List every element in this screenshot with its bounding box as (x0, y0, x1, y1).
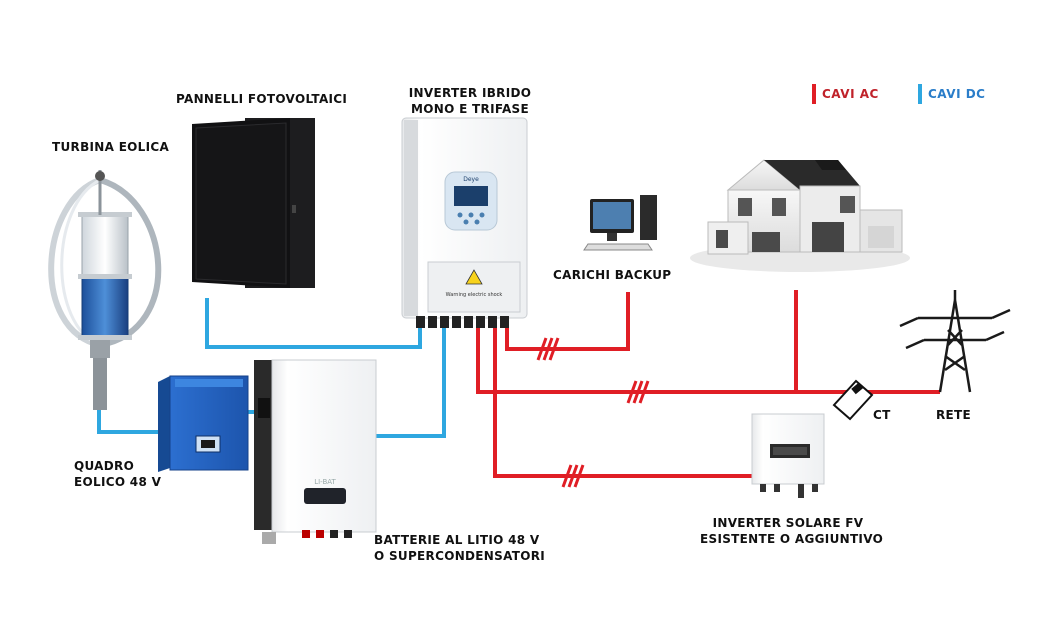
ac-cable-backup (505, 292, 630, 351)
pv-inverter (751, 413, 825, 498)
ac-legend-swatch (812, 84, 816, 104)
wind-controller-label-1: QUADRO (74, 459, 135, 473)
ac-cable-grid (476, 328, 940, 394)
pv-inverter-label-2: ESISTENTE O AGGIUNTIVO (700, 532, 884, 546)
wind-turbine-label: TURBINA EOLICA (52, 140, 170, 154)
backup-loads-label: CARICHI BACKUP (553, 268, 672, 282)
dc-cable-solar (205, 298, 422, 349)
batteries-label-2: O SUPERCONDENSATORI (374, 549, 546, 563)
grid-pylon (899, 290, 1011, 393)
dc-legend-label: CAVI DC (928, 87, 986, 101)
wind-controller (158, 375, 249, 472)
hybrid-inverter-label-1: INVERTER IBRIDO (408, 86, 532, 100)
wind-controller-label-2: EOLICO 48 V (74, 475, 162, 489)
inverter-brand: Deye (463, 176, 479, 183)
solar-panels-label: PANNELLI FOTOVOLTAICI (176, 92, 348, 106)
dc-legend-swatch (918, 84, 922, 104)
solar-panels (192, 118, 315, 288)
dc-cable-turbine (97, 410, 162, 434)
pv-inverter-label-1: INVERTER SOLARE FV (712, 516, 864, 530)
ct-label: CT (873, 408, 891, 422)
batteries-label-1: BATTERIE AL LITIO 48 V (374, 533, 540, 547)
grid-label: RETE (936, 408, 972, 422)
phase-markers (536, 337, 650, 488)
ac-legend-label: CAVI AC (822, 87, 879, 101)
wind-turbine (48, 170, 162, 410)
battery-brand: LI-BAT (314, 478, 336, 486)
ac-cables (476, 290, 940, 478)
hybrid-inverter: Deye Warning electric shock (401, 117, 528, 328)
ct-clamp (832, 379, 874, 421)
backup-loads-computer (583, 195, 657, 251)
ac-cable-pv-inverter (493, 328, 752, 478)
battery: LI-BAT (254, 359, 377, 544)
inverter-warning: Warning electric shock (446, 292, 503, 298)
dc-cable-battery (375, 328, 446, 438)
hybrid-inverter-label-2: MONO E TRIFASE (411, 102, 529, 116)
house (690, 159, 910, 272)
